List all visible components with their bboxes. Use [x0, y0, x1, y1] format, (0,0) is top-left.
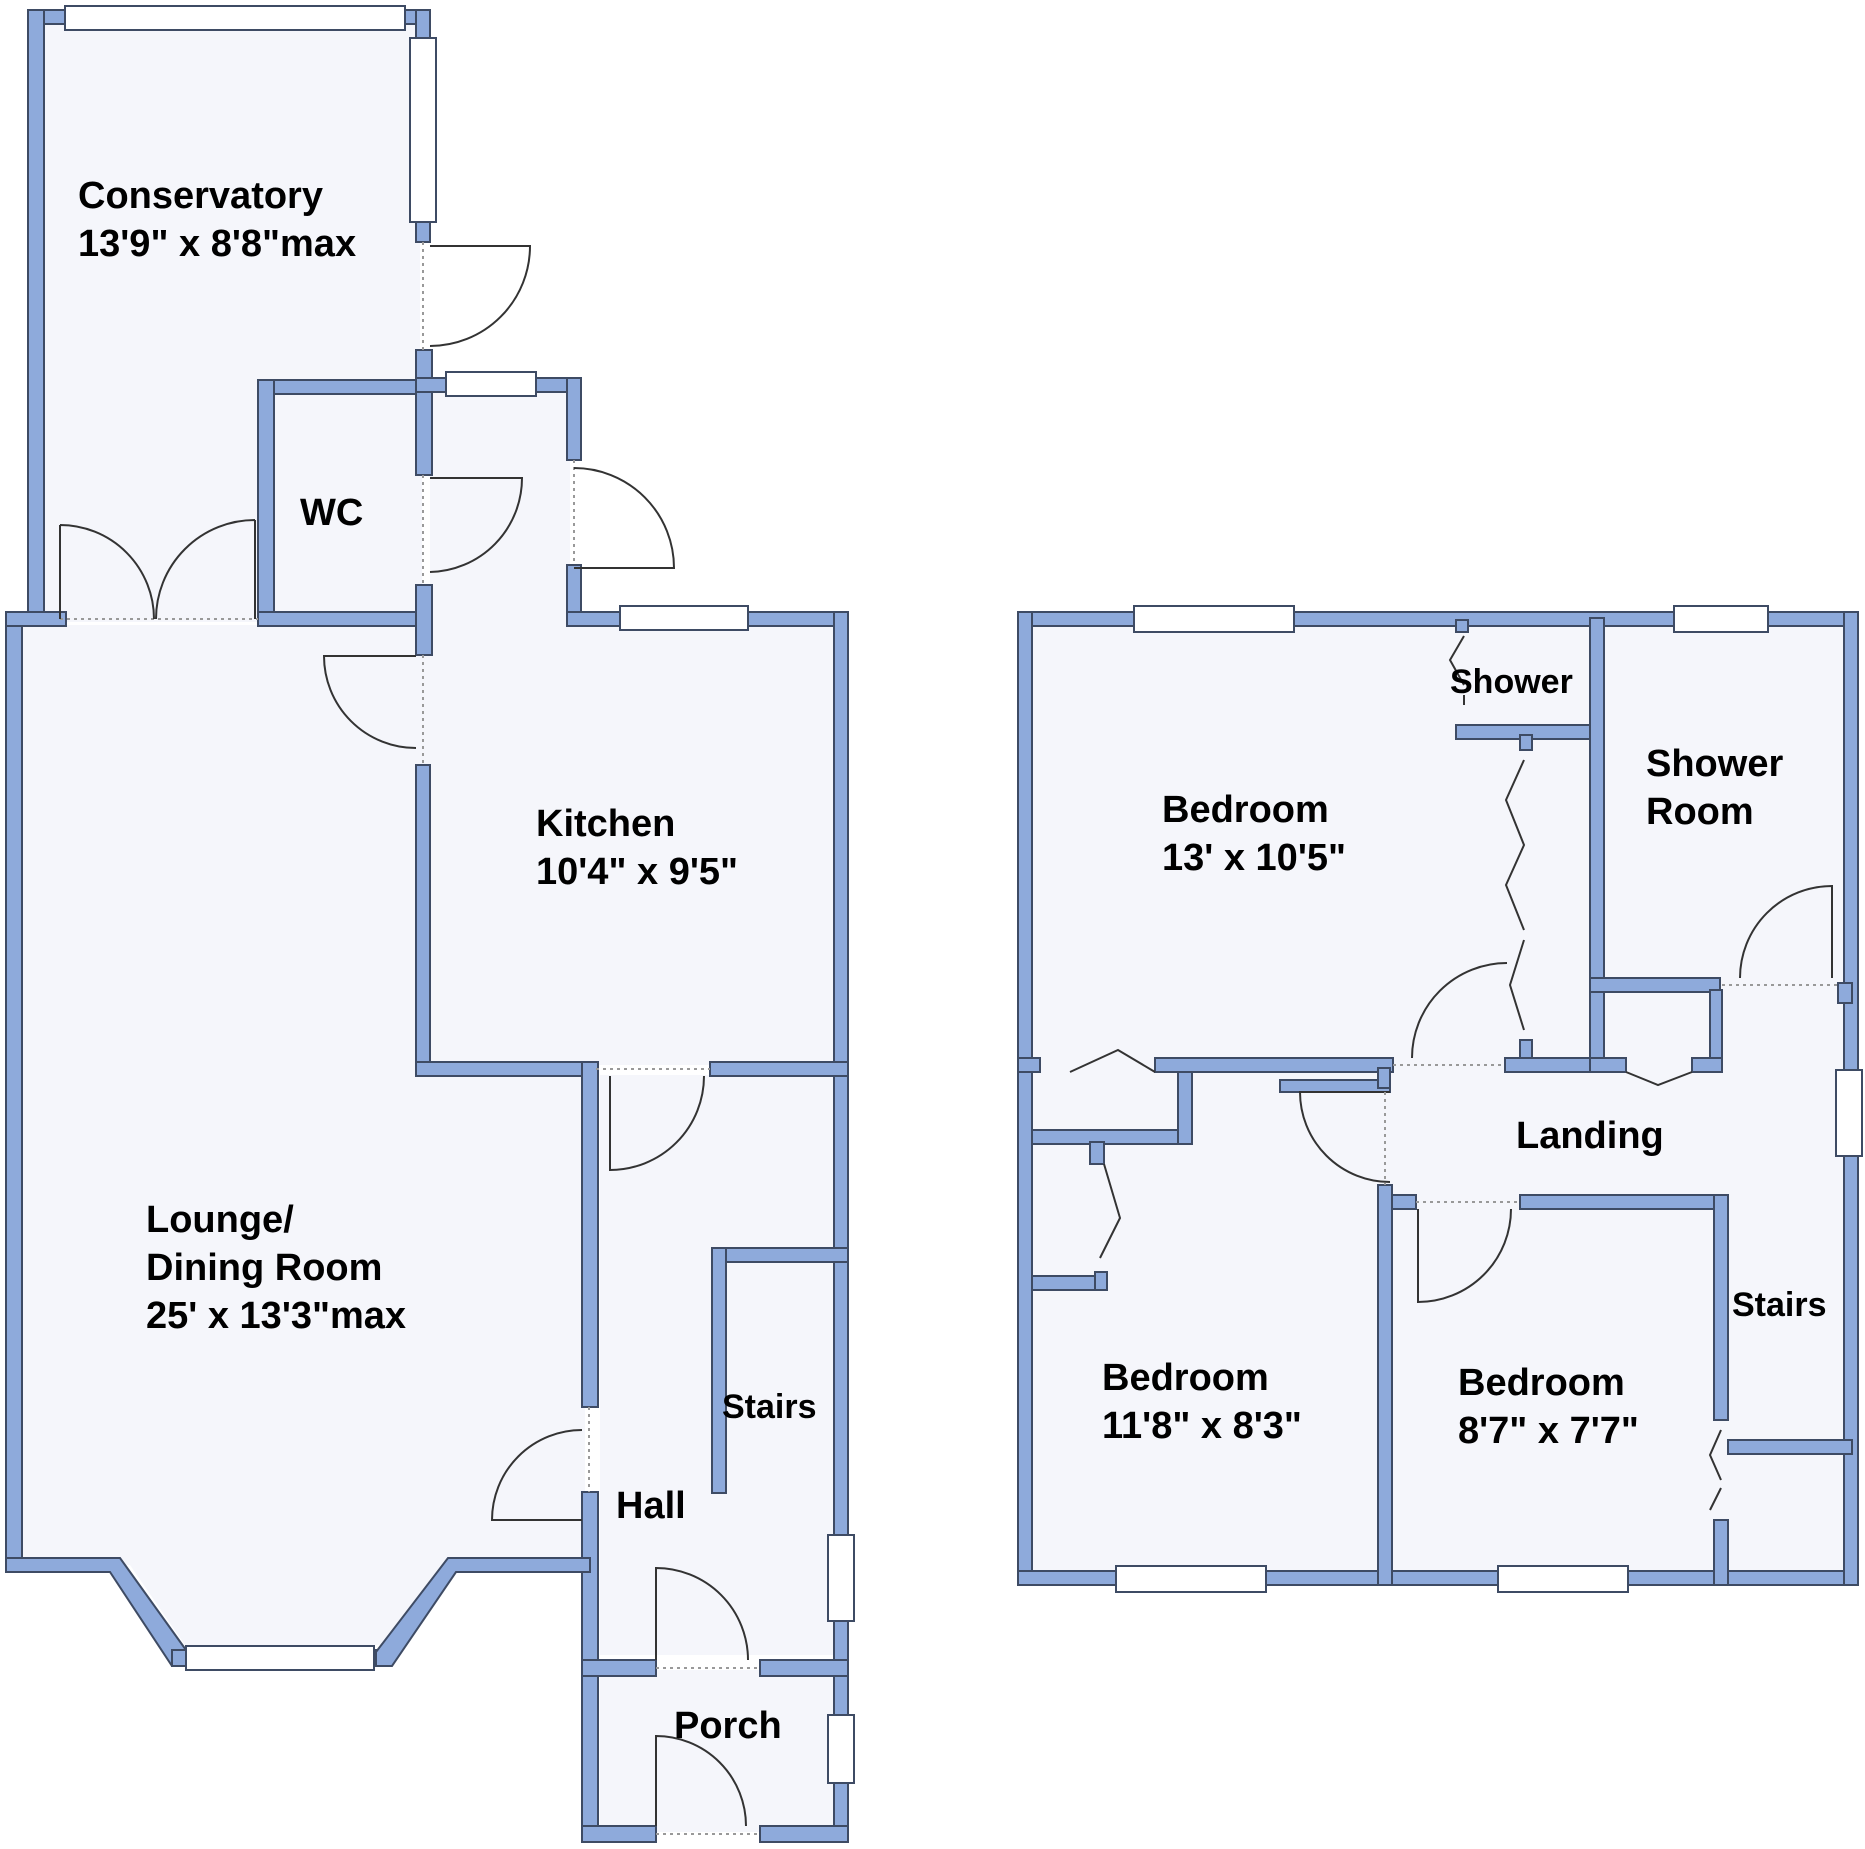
ground-stairs-label: Stairs [722, 1388, 817, 1426]
bedroom1-size: 13' x 10'5" [1162, 837, 1346, 879]
window [827, 1714, 855, 1784]
lounge-name-line1: Lounge/ [146, 1199, 294, 1241]
floor-fills [20, 22, 1852, 1832]
shower-room-name-line1: Shower [1646, 743, 1783, 785]
window [409, 37, 437, 223]
bedroom2-name: Bedroom [1102, 1357, 1269, 1399]
first-floor-labels: Bedroom 13' x 10'5" Shower Shower Room L… [1102, 663, 1827, 1452]
window [1835, 1069, 1863, 1157]
bedroom3-name: Bedroom [1458, 1362, 1625, 1404]
conservatory-name: Conservatory [78, 175, 323, 217]
hall-name: Hall [616, 1485, 686, 1527]
first-stairs-label: Stairs [1732, 1286, 1827, 1324]
kitchen-size: 10'4" x 9'5" [536, 851, 738, 893]
bedroom1-name: Bedroom [1162, 789, 1329, 831]
kitchen-name: Kitchen [536, 803, 675, 845]
window [1115, 1565, 1267, 1593]
window [1673, 605, 1769, 633]
lounge-name-line2: Dining Room [146, 1247, 382, 1289]
window [185, 1645, 375, 1671]
window [1133, 605, 1295, 633]
doors [59, 242, 1838, 1835]
bedroom2-size: 11'8" x 8'3" [1102, 1405, 1302, 1447]
window [445, 371, 537, 397]
ground-floor-labels: Conservatory 13'9" x 8'8"max WC Kitchen … [78, 175, 817, 1747]
bedroom3-size: 8'7" x 7'7" [1458, 1410, 1639, 1452]
window [619, 605, 749, 631]
conservatory-size: 13'9" x 8'8"max [78, 223, 356, 265]
porch-name: Porch [674, 1705, 782, 1747]
ensuite-shower-name: Shower [1450, 663, 1573, 701]
landing-name: Landing [1516, 1115, 1664, 1157]
window [64, 5, 406, 31]
wc-name: WC [300, 492, 363, 534]
windows [64, 5, 1863, 1784]
shower-room-name-line2: Room [1646, 791, 1754, 833]
window [827, 1534, 855, 1622]
window [1497, 1565, 1629, 1593]
lounge-size: 25' x 13'3"max [146, 1295, 406, 1337]
